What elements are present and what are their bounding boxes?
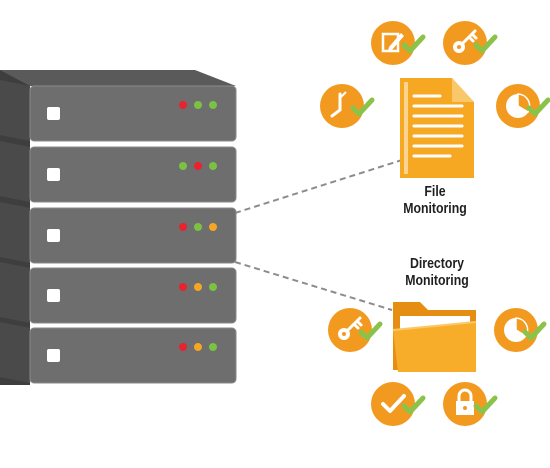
edit-icon [371,21,423,65]
status-led [179,101,187,109]
server-unit-side [0,262,30,323]
lock-icon [443,382,495,426]
pie-chart-icon [496,84,548,128]
status-led [194,223,202,231]
server-top [0,70,236,86]
server-unit-side [0,322,30,383]
server-unit-side [0,80,30,141]
server-unit-handle [47,349,60,362]
status-led [209,283,217,291]
pie-chart-icon [494,308,544,352]
status-led [194,101,202,109]
server-unit-face [29,267,237,324]
server-rack [0,70,237,385]
key-icon [328,308,380,352]
server-unit-face [29,327,237,384]
connector-directory [234,261,393,311]
status-led [194,162,202,170]
status-led [179,162,187,170]
server-unit-face [29,207,237,264]
server-unit [0,322,237,384]
status-led [179,343,187,351]
clock-icon [320,84,372,128]
status-led [194,343,202,351]
status-led [209,223,217,231]
file-label-line1: File [424,183,446,200]
server-unit-face [29,146,237,203]
status-led [194,283,202,291]
status-led [209,162,217,170]
status-led [179,283,187,291]
status-led [209,101,217,109]
dir-label-line2: Monitoring [405,272,469,289]
file-label-line2: Monitoring [403,200,467,217]
server-unit-face [29,85,237,142]
server-unit [0,202,237,264]
document-icon [400,78,474,178]
checkmark-icon [371,382,423,426]
server-unit-handle [47,168,60,181]
server-unit-handle [47,107,60,120]
directory-monitoring-label: Directory Monitoring [384,255,491,289]
server-unit [0,262,237,324]
server-unit-handle [47,229,60,242]
folder-icon [392,302,477,372]
connector-file [234,159,403,214]
server-unit-handle [47,289,60,302]
server-unit [0,141,237,203]
dir-label-line1: Directory [409,255,464,272]
server-unit [0,80,237,142]
key-icon [443,21,495,65]
status-led [179,223,187,231]
file-monitoring-label: File Monitoring [382,183,489,217]
server-unit-side [0,141,30,202]
status-led [209,343,217,351]
server-unit-side [0,202,30,263]
